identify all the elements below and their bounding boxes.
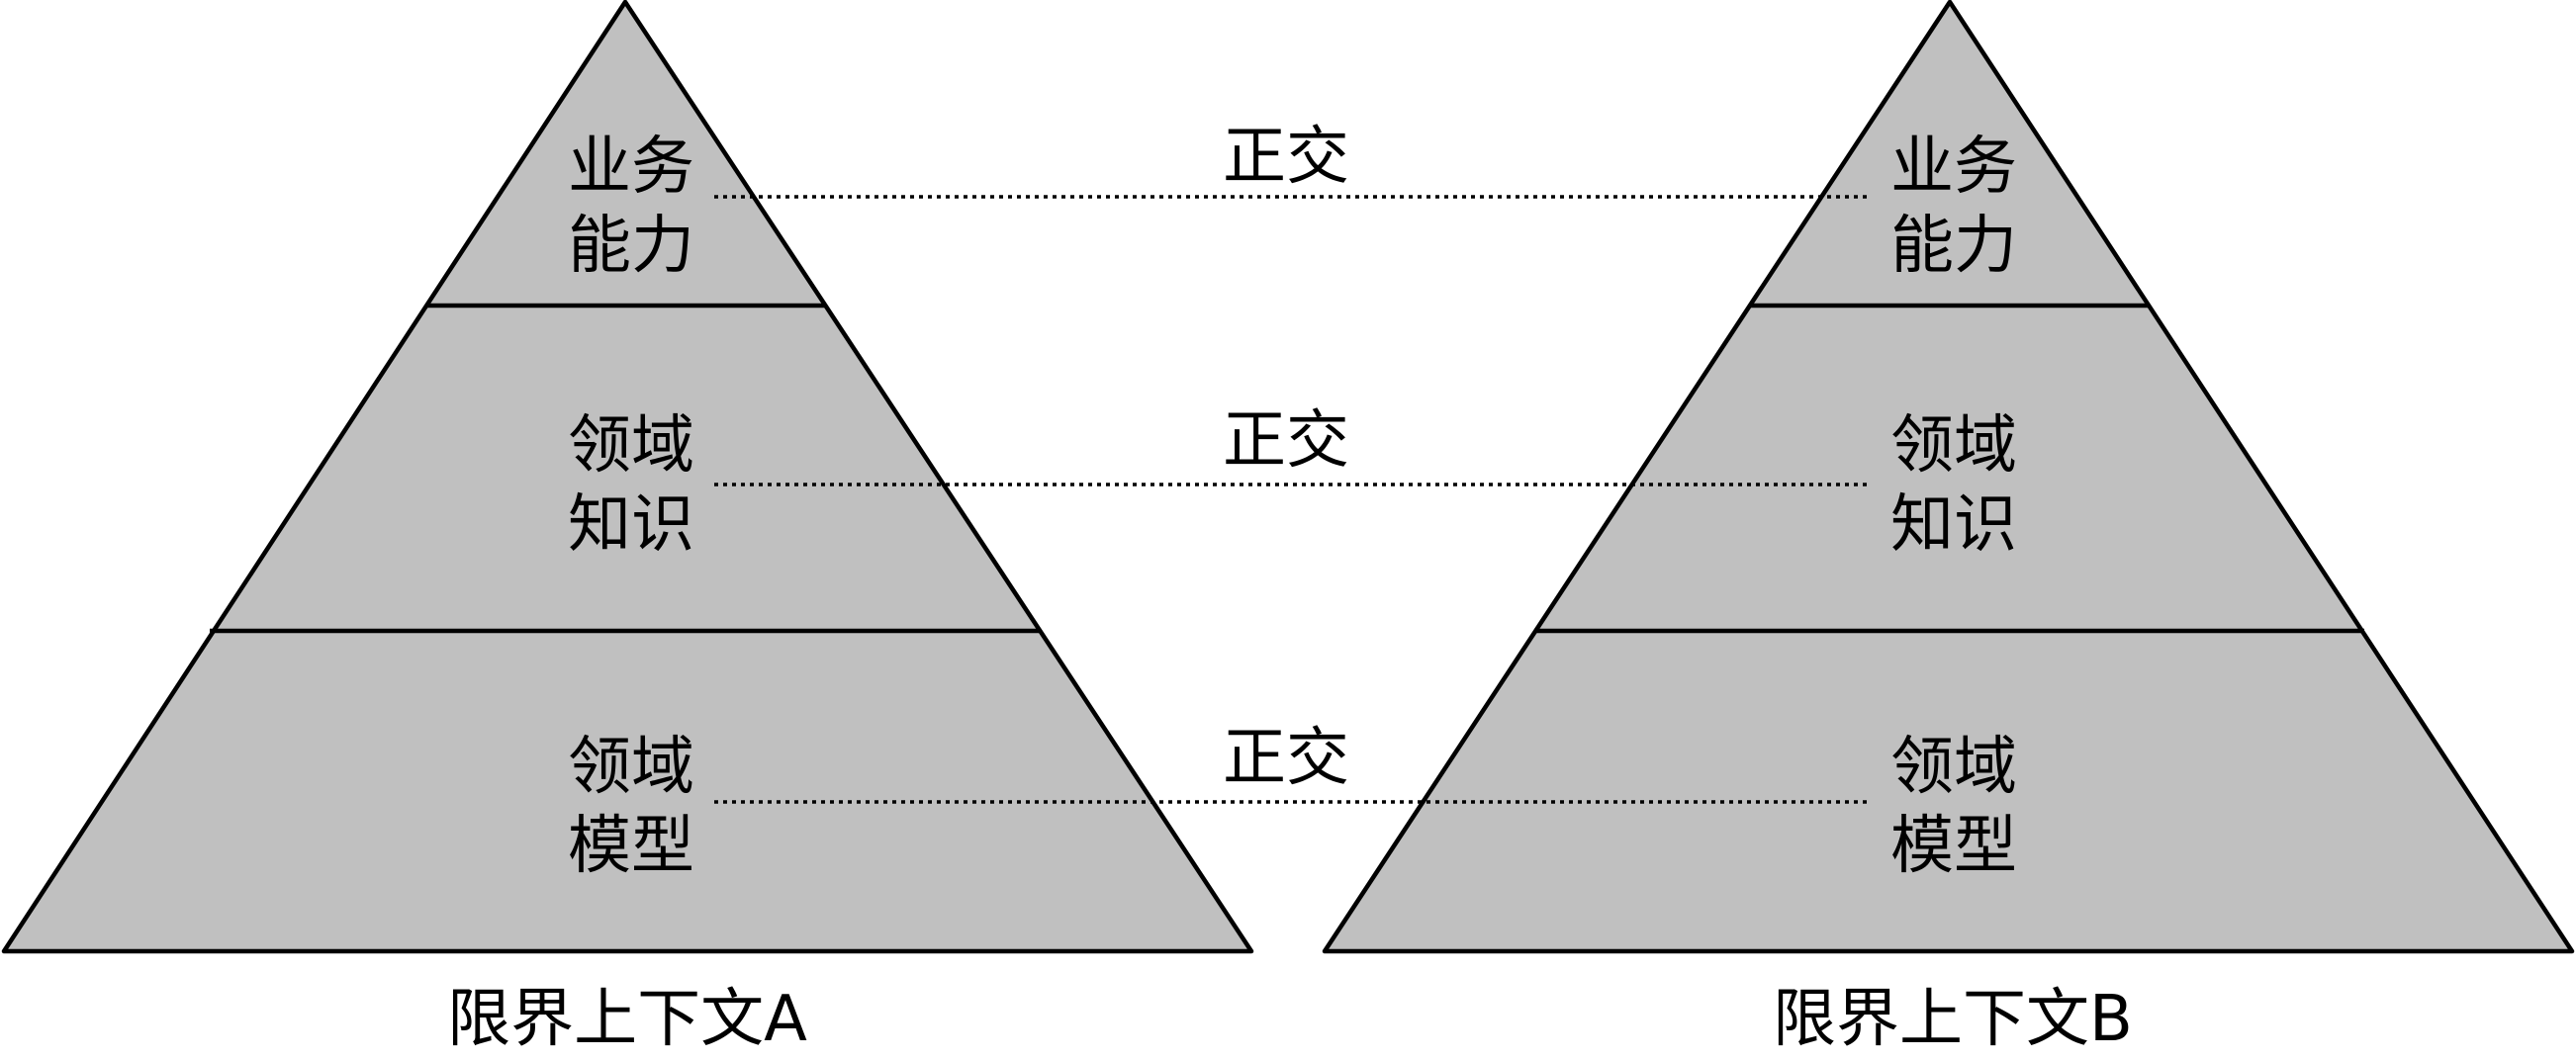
context-b-label: 限界上下文B — [1773, 983, 2133, 1056]
pyramid-b-layer-1-line-1: 业务 — [1890, 131, 2017, 204]
pyramid-a-layer-2-line-1: 领域 — [568, 409, 694, 483]
relation-2-label: 正交 — [1223, 404, 1349, 478]
context-a-label: 限界上下文A — [447, 983, 807, 1056]
pyramid-b-layer-3-line-2: 模型 — [1890, 810, 2017, 883]
pyramid-b-layer-2-line-2: 知识 — [1890, 488, 2017, 562]
pyramid-b-layer-2-line-1: 领域 — [1890, 409, 2017, 483]
relation-3-label: 正交 — [1223, 722, 1349, 795]
relations: 正交 正交 正交 — [714, 121, 1868, 804]
pyramid-b-layer-1-line-2: 能力 — [1890, 210, 2017, 283]
pyramid-a-layer-1-line-1: 业务 — [568, 131, 694, 204]
pyramid-a-layer-2-line-2: 知识 — [568, 488, 694, 562]
pyramid-a: 业务 能力 领域 知识 领域 模型 限界上下文A — [1, 0, 1254, 1056]
pyramid-b-layer-3-line-1: 领域 — [1890, 731, 2017, 804]
pyramid-b-shape — [1322, 0, 2575, 954]
relation-1-label: 正交 — [1223, 121, 1349, 194]
pyramid-a-shape — [1, 0, 1254, 954]
pyramid-a-layer-3-line-2: 模型 — [568, 810, 694, 883]
pyramid-b: 业务 能力 领域 知识 领域 模型 限界上下文B — [1322, 0, 2575, 1056]
pyramid-a-layer-3-line-1: 领域 — [568, 731, 694, 804]
pyramid-a-layer-1-line-2: 能力 — [568, 210, 694, 283]
